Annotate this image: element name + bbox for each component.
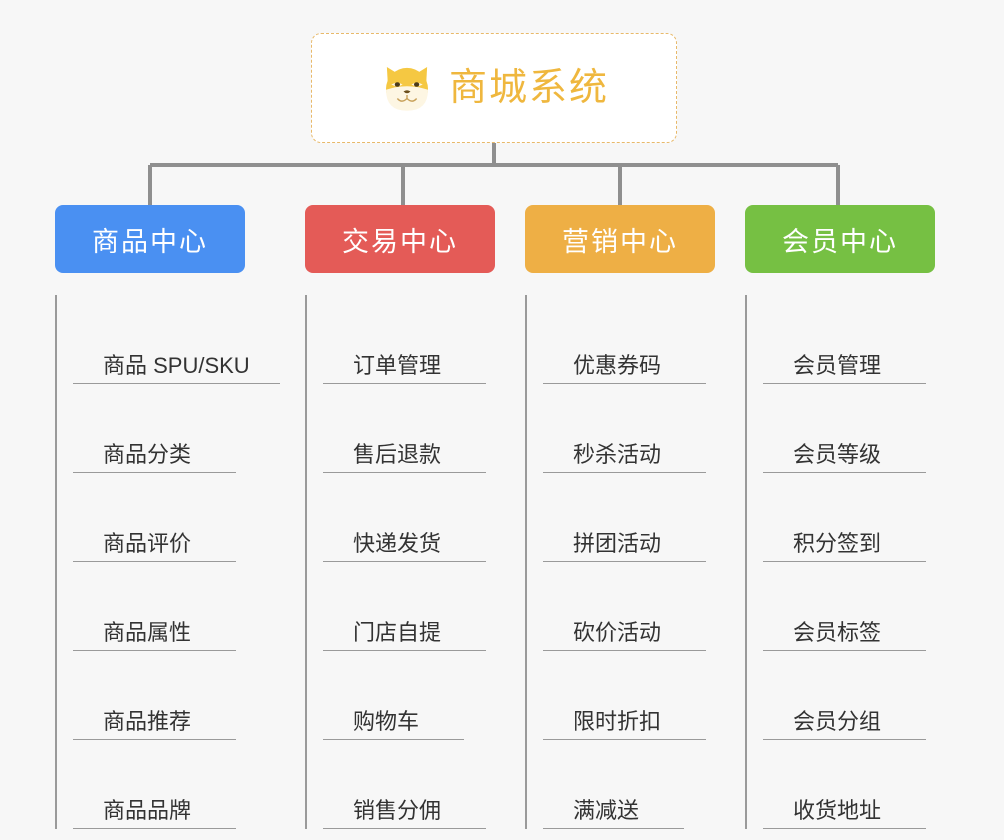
leaf-rule [323, 472, 486, 473]
leaf-rule [73, 561, 236, 562]
list-item[interactable]: 砍价活动 [543, 562, 745, 651]
list-item[interactable]: 会员等级 [763, 384, 945, 473]
leaf-label: 商品推荐 [103, 708, 192, 734]
leaf-rule [323, 561, 486, 562]
leaf-spine-1 [55, 295, 57, 829]
leaf-rule [543, 739, 706, 740]
shiba-dog-icon [379, 60, 435, 116]
leaf-label: 商品属性 [103, 619, 192, 645]
list-item[interactable]: 购物车 [323, 651, 525, 740]
list-item[interactable]: 商品评价 [73, 473, 305, 562]
leaf-rule [73, 828, 236, 829]
list-item[interactable]: 会员分组 [763, 651, 945, 740]
leaf-rule [763, 650, 926, 651]
leaf-rule [763, 383, 926, 384]
leaf-label: 商品 SPU/SKU [103, 352, 250, 378]
root-title: 商城系统 [448, 67, 609, 109]
list-item[interactable]: 会员管理 [763, 295, 945, 384]
list-item[interactable]: 门店自提 [323, 562, 525, 651]
leaf-rule [543, 828, 684, 829]
branch-trade-center: 交易中心 订单管理 售后退款 快递发货 门店自提 购物车 [305, 205, 525, 829]
leaf-label: 秒杀活动 [573, 441, 662, 467]
leaf-rule [73, 472, 236, 473]
list-item[interactable]: 拼团活动 [543, 473, 745, 562]
leaf-spine-2 [305, 295, 307, 829]
leaf-label: 积分签到 [793, 530, 882, 556]
leaf-rule [73, 383, 280, 384]
list-item[interactable]: 商品品牌 [73, 740, 305, 829]
leaf-rule [763, 472, 926, 473]
leaf-spine-4 [745, 295, 747, 829]
branch-header-2[interactable]: 交易中心 [305, 205, 495, 273]
leaf-rule [73, 650, 236, 651]
leaf-rule [543, 383, 706, 384]
leaf-rule [763, 561, 926, 562]
leaf-label: 销售分佣 [353, 797, 442, 823]
leaf-label: 收货地址 [793, 797, 882, 823]
leaf-rule [763, 828, 926, 829]
list-item[interactable]: 商品推荐 [73, 651, 305, 740]
leaf-label: 会员等级 [793, 441, 882, 467]
root-node[interactable]: 商城系统 [311, 33, 677, 143]
leaf-label: 购物车 [353, 708, 420, 734]
leaf-rule [323, 650, 486, 651]
leaf-list-4: 会员管理 会员等级 积分签到 会员标签 会员分组 收货地址 [745, 295, 945, 829]
leaf-rule [543, 472, 706, 473]
list-item[interactable]: 销售分佣 [323, 740, 525, 829]
leaf-rule [323, 739, 464, 740]
list-item[interactable]: 限时折扣 [543, 651, 745, 740]
list-item[interactable]: 积分签到 [763, 473, 945, 562]
leaf-rule [763, 739, 926, 740]
list-item[interactable]: 秒杀活动 [543, 384, 745, 473]
branch-marketing-center: 营销中心 优惠券码 秒杀活动 拼团活动 砍价活动 限时折扣 [525, 205, 745, 829]
leaf-rule [543, 650, 706, 651]
leaf-label: 拼团活动 [573, 530, 662, 556]
leaf-label: 会员管理 [793, 352, 882, 378]
leaf-list-1: 商品 SPU/SKU 商品分类 商品评价 商品属性 商品推荐 商品品牌 [55, 295, 305, 829]
list-item[interactable]: 商品属性 [73, 562, 305, 651]
leaf-label: 门店自提 [353, 619, 442, 645]
list-item[interactable]: 收货地址 [763, 740, 945, 829]
leaf-label: 满减送 [573, 797, 640, 823]
list-item[interactable]: 商品分类 [73, 384, 305, 473]
leaf-label: 限时折扣 [573, 708, 662, 734]
leaf-list-3: 优惠券码 秒杀活动 拼团活动 砍价活动 限时折扣 满减送 [525, 295, 745, 829]
leaf-label: 订单管理 [353, 352, 442, 378]
leaf-label: 砍价活动 [573, 619, 662, 645]
list-item[interactable]: 满减送 [543, 740, 745, 829]
leaf-rule [73, 739, 236, 740]
branch-member-center: 会员中心 会员管理 会员等级 积分签到 会员标签 会员分组 [745, 205, 945, 829]
list-item[interactable]: 优惠券码 [543, 295, 745, 384]
leaf-label: 商品评价 [103, 530, 192, 556]
list-item[interactable]: 商品 SPU/SKU [73, 295, 305, 384]
list-item[interactable]: 订单管理 [323, 295, 525, 384]
list-item[interactable]: 快递发货 [323, 473, 525, 562]
branch-header-4[interactable]: 会员中心 [745, 205, 935, 273]
leaf-label: 快递发货 [353, 530, 442, 556]
leaf-list-2: 订单管理 售后退款 快递发货 门店自提 购物车 销售分佣 [305, 295, 525, 829]
leaf-label: 售后退款 [353, 441, 442, 467]
leaf-rule [323, 383, 486, 384]
leaf-spine-3 [525, 295, 527, 829]
leaf-label: 会员标签 [793, 619, 882, 645]
branch-product-center: 商品中心 商品 SPU/SKU 商品分类 商品评价 商品属性 商品推荐 [55, 205, 305, 829]
leaf-rule [323, 828, 486, 829]
leaf-label: 优惠券码 [573, 352, 662, 378]
leaf-rule [543, 561, 706, 562]
branch-header-3[interactable]: 营销中心 [525, 205, 715, 273]
leaf-label: 商品品牌 [103, 797, 192, 823]
leaf-label: 商品分类 [103, 441, 192, 467]
list-item[interactable]: 会员标签 [763, 562, 945, 651]
leaf-label: 会员分组 [793, 708, 882, 734]
branch-header-1[interactable]: 商品中心 [55, 205, 245, 273]
list-item[interactable]: 售后退款 [323, 384, 525, 473]
